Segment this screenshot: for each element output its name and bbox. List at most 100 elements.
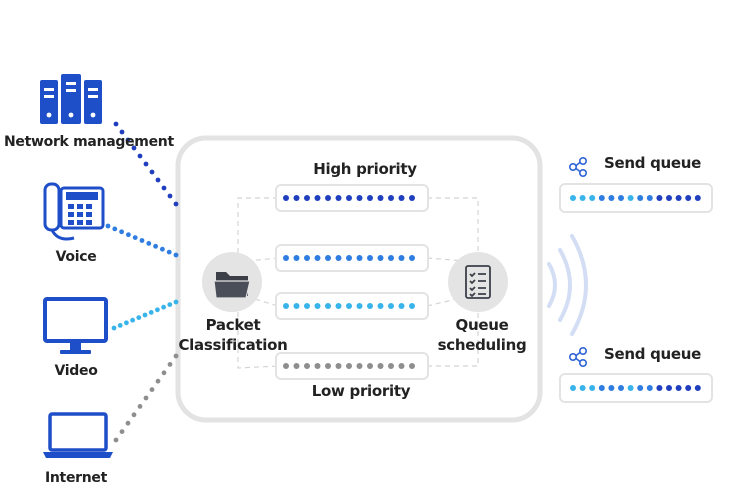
send-packet-dot xyxy=(675,195,682,201)
send-packet-dot xyxy=(646,195,653,201)
send-packet-dot xyxy=(666,385,672,391)
priority-queues xyxy=(275,184,429,380)
low-priority-label: Low priority xyxy=(311,382,411,400)
source-line-dot xyxy=(161,370,167,376)
send-packet-dot xyxy=(627,385,634,391)
queue-packet-dot xyxy=(388,303,394,309)
share-icon xyxy=(568,157,587,178)
source-line-dot xyxy=(161,185,167,191)
source-line-dot xyxy=(173,252,179,258)
source-line-dot xyxy=(173,201,179,207)
source-label-network-management: Network management xyxy=(4,134,174,150)
queue-packet-dot xyxy=(409,363,415,369)
source-line-dot xyxy=(148,310,154,315)
source-line-dot xyxy=(149,169,155,175)
laptop-icon xyxy=(43,412,113,458)
queue-packet-dot xyxy=(398,195,405,201)
send-packet-dot xyxy=(656,385,663,391)
queue-packet-dot xyxy=(335,195,342,201)
source-line-dot xyxy=(119,229,124,235)
queue-packet-dot xyxy=(356,363,363,369)
source-line-dot xyxy=(149,387,155,392)
queue-packet-dot xyxy=(356,195,363,201)
send-packet-dot xyxy=(685,385,692,391)
desk-phone-icon xyxy=(43,182,105,241)
classifier-icon-group xyxy=(202,252,262,312)
queue-packet-dot xyxy=(325,255,331,261)
send-packet-dot xyxy=(675,385,682,391)
send-packet-dot xyxy=(589,385,596,391)
wireless-wave-icon xyxy=(547,234,588,336)
source-line-dot xyxy=(161,304,167,310)
queue-packet-dot xyxy=(367,303,373,309)
queue-packet-dot xyxy=(398,363,405,369)
queue-packet-dot xyxy=(314,303,321,309)
send-packet-dot xyxy=(608,195,615,201)
send-packet-dot xyxy=(646,385,653,391)
source-label-voice: Voice xyxy=(55,249,97,265)
dashed-connectors xyxy=(237,197,479,369)
source-line-dot xyxy=(146,241,152,246)
queue-packet-dot xyxy=(335,363,342,369)
server-rack-icon xyxy=(40,74,102,124)
source-line-dot xyxy=(137,404,143,409)
source-dotted-lines xyxy=(105,121,179,443)
queue-packet-dot xyxy=(346,195,352,201)
send-queue-box xyxy=(559,183,713,213)
source-line-dot xyxy=(125,420,131,426)
send-packet-dot xyxy=(598,385,605,391)
send-queue-box xyxy=(559,373,713,403)
queue-packet-dot xyxy=(409,255,415,261)
send-packet-dot xyxy=(589,195,596,201)
high-priority-label: High priority xyxy=(313,160,417,178)
share-icon xyxy=(568,346,587,367)
send-queues xyxy=(559,183,713,403)
send-packet-dot xyxy=(608,385,615,391)
queue-packet-dot xyxy=(367,195,373,201)
queue-packet-dot xyxy=(377,255,384,261)
send-packet-dot xyxy=(694,195,701,201)
send-packet-dot xyxy=(579,385,586,391)
send-packet-dot xyxy=(579,195,586,201)
queue-packet-dot xyxy=(335,303,342,309)
source-line-dot xyxy=(113,437,119,443)
source-line-dot xyxy=(132,235,138,241)
queue-packet-dot xyxy=(346,363,352,369)
send-packet-dot xyxy=(694,385,701,391)
source-line-dot xyxy=(153,243,159,249)
send-packet-dot xyxy=(618,385,624,391)
queue-packet-dot xyxy=(325,195,331,201)
source-line-dot xyxy=(131,412,137,418)
queue-packet-dot xyxy=(398,303,405,309)
queue-packet-dot xyxy=(398,255,405,261)
source-line-dot xyxy=(111,325,117,331)
source-line-dot xyxy=(131,145,137,151)
source-line-dot xyxy=(160,246,165,252)
send-packet-dot xyxy=(627,195,634,201)
scheduler-label-line1: Queue xyxy=(455,316,509,334)
send-packet-dot xyxy=(656,195,663,201)
queue-packet-dot xyxy=(314,195,321,201)
source-line-dot xyxy=(142,312,148,318)
send-packet-dot xyxy=(570,385,576,391)
source-line-dot xyxy=(137,153,143,159)
queue-packet-dot xyxy=(283,195,289,201)
send-packet-dot xyxy=(637,195,644,201)
folder-icon xyxy=(213,272,251,299)
queue-packet-dot xyxy=(377,195,384,201)
queue-packet-dot xyxy=(283,363,289,369)
queue-packet-dot xyxy=(356,255,363,261)
source-line-dot xyxy=(173,299,179,305)
queue-packet-dot xyxy=(367,363,373,369)
queue-packet-dot xyxy=(293,195,300,201)
queue-packet-dot xyxy=(325,363,331,369)
send-queue-label-bottom: Send queue xyxy=(604,345,702,363)
source-line-dot xyxy=(139,238,145,243)
queue-packet-dot xyxy=(293,303,300,309)
send-packet-dot xyxy=(666,195,672,201)
queue-packet-dot xyxy=(346,303,352,309)
queue-packet-dot xyxy=(304,303,310,309)
queue-scheduling-label: Queue scheduling xyxy=(434,315,530,355)
